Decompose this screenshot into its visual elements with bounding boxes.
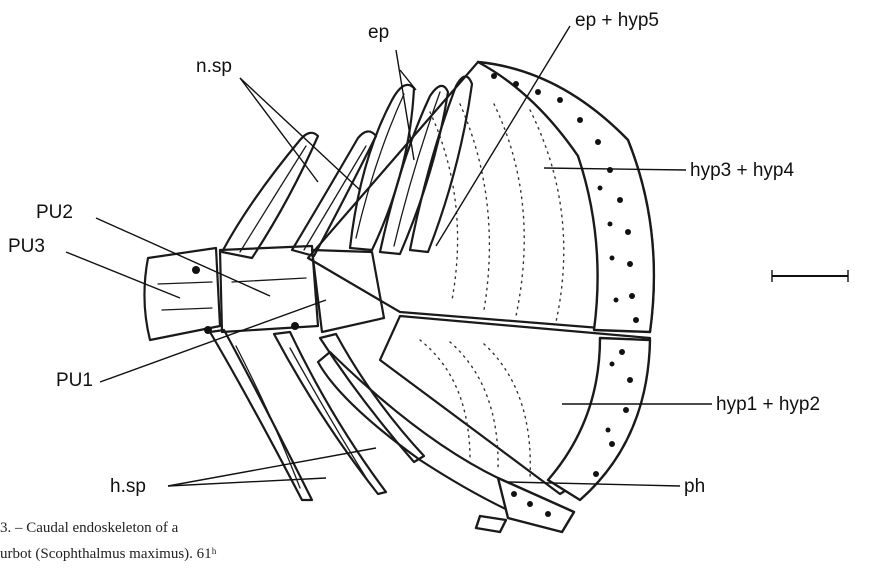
hyp1-hyp2-plate	[380, 316, 650, 500]
label-ph: ph	[684, 476, 705, 497]
figure-caption-line-2: urbot (Scophthalmus maximus). 61ʰ	[0, 546, 217, 562]
label-h-sp: h.sp	[110, 476, 146, 497]
label-hyp1-hyp2: hyp1 + hyp2	[716, 394, 820, 415]
haemal-spines	[210, 330, 424, 500]
label-pu2: PU2	[36, 202, 73, 223]
hyp3-hyp4-plate	[308, 62, 654, 332]
figure-caption-line-1: 3. – Caudal endoskeleton of a	[0, 520, 179, 536]
label-ep-hyp5: ep + hyp5	[575, 10, 659, 31]
scale-bar	[772, 270, 848, 282]
label-pu3: PU3	[8, 236, 45, 257]
epurals	[350, 76, 472, 254]
parhypural	[318, 352, 574, 532]
label-hyp3-hyp4: hyp3 + hyp4	[690, 160, 794, 181]
label-n-sp: n.sp	[196, 56, 232, 77]
label-ep: ep	[368, 22, 389, 43]
neural-spines	[222, 131, 376, 258]
label-pu1: PU1	[56, 370, 93, 391]
growth-rings	[420, 104, 564, 478]
